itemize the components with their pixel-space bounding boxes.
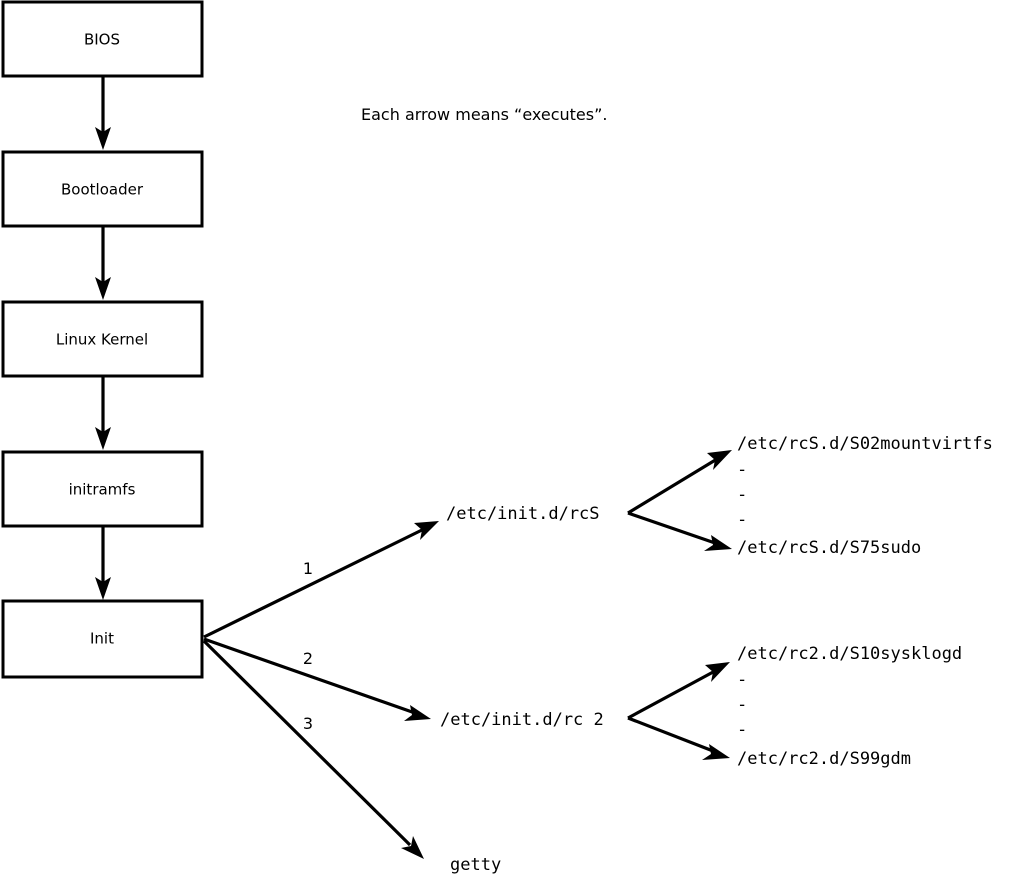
rc2-ellipsis-dash-3: -	[737, 720, 747, 740]
rcs-script-first: /etc/rcS.d/S02mountvirtfs	[737, 434, 993, 454]
rcs-ellipsis-dash-2: -	[737, 485, 747, 505]
edge-label-2: 2	[303, 649, 313, 668]
node-bootloader-box	[1, 150, 204, 228]
node-linux-kernel-label: Linux Kernel	[56, 331, 148, 349]
node-init-box	[1, 599, 204, 679]
arrow-rc2-to-first-script	[627, 662, 730, 720]
branch-target-rc2-label: /etc/init.d/rc 2	[440, 710, 604, 730]
node-initramfs-box	[1, 450, 204, 528]
diagram-caption: Each arrow means “executes”.	[361, 105, 607, 124]
node-bios: BIOS	[1, 0, 204, 78]
arrow-bootloader-to-kernel	[95, 226, 111, 300]
node-bios-label: BIOS	[84, 31, 120, 49]
arrow-rcs-to-last-script	[627, 511, 732, 551]
rc2-ellipsis-dash-2: -	[737, 695, 747, 715]
rcs-ellipsis-dash-3: -	[737, 510, 747, 530]
arrow-init-branch-3	[202, 639, 424, 859]
arrow-rcs-to-first-script	[627, 450, 732, 515]
rcs-script-last: /etc/rcS.d/S75sudo	[737, 538, 921, 558]
edge-label-3: 3	[303, 714, 313, 733]
node-initramfs: initramfs	[1, 450, 204, 528]
arrow-rc2-to-last-script	[627, 716, 730, 760]
node-initramfs-label: initramfs	[69, 481, 136, 499]
node-init-label: Init	[90, 630, 114, 648]
arrow-initramfs-to-init	[95, 526, 111, 600]
edge-label-1: 1	[303, 559, 313, 578]
node-bootloader: Bootloader	[1, 150, 204, 228]
node-linux-kernel: Linux Kernel	[1, 300, 204, 378]
rc2-ellipsis-dash-1: -	[737, 670, 747, 690]
node-init: Init	[1, 599, 204, 679]
node-bootloader-label: Bootloader	[61, 181, 144, 199]
rcs-ellipsis-dash-1: -	[737, 460, 747, 480]
arrow-bios-to-bootloader	[95, 76, 111, 150]
rc2-script-last: /etc/rc2.d/S99gdm	[737, 749, 911, 769]
branch-target-rcs-label: /etc/init.d/rcS	[446, 504, 600, 524]
rc2-script-first: /etc/rc2.d/S10sysklogd	[737, 644, 962, 664]
arrow-init-branch-2	[203, 637, 431, 721]
arrow-init-branch-1	[203, 521, 439, 639]
node-bios-box	[1, 0, 204, 78]
arrow-kernel-to-initramfs	[95, 376, 111, 450]
branch-target-getty-label: getty	[450, 855, 501, 875]
